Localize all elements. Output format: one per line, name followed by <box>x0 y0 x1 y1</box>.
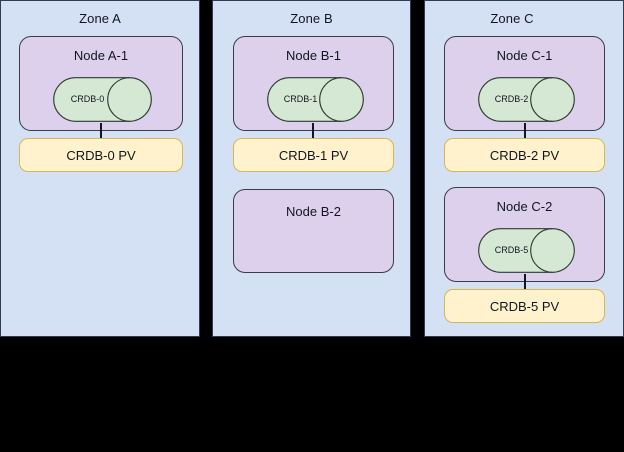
zone-c: Zone C Node C-1 CRDB-2 CRDB-2 PV Node C-… <box>424 0 624 337</box>
node-b-2: Node B-2 <box>233 189 394 273</box>
zone-c-title: Zone C <box>490 11 534 26</box>
crdb-1-pv: CRDB-1 PV <box>233 138 394 172</box>
zone-b-title: Zone B <box>290 11 333 26</box>
node-b-1-title: Node B-1 <box>286 48 341 63</box>
node-a-1-to-pv-connector <box>100 123 102 143</box>
zone-a: Zone A Node A-1 CRDB-0 CRDB-0 PV <box>0 0 200 337</box>
crdb-5-label: CRDB-5 <box>494 245 529 255</box>
node-c-1-to-pv-connector <box>524 123 526 143</box>
node-c-1: Node C-1 CRDB-2 <box>444 36 605 131</box>
crdb-0-pv-label: CRDB-0 PV <box>66 147 136 163</box>
crdb-0-label: CRDB-0 <box>70 94 105 104</box>
cylinder-shape <box>478 228 575 273</box>
crdb-0-pv: CRDB-0 PV <box>19 138 183 172</box>
crdb-2-pv: CRDB-2 PV <box>444 138 605 172</box>
cylinder-database-icon: CRDB-0 <box>53 77 152 122</box>
cylinder-database-icon: CRDB-5 <box>478 228 575 273</box>
crdb-2-pv-label: CRDB-2 PV <box>489 147 560 163</box>
cylinder-shape <box>478 77 575 122</box>
node-c-2-to-pv-connector <box>524 274 526 294</box>
node-b-1: Node B-1 CRDB-1 <box>233 36 394 131</box>
zone-a-title: Zone A <box>79 11 121 26</box>
node-b-2-title: Node B-2 <box>286 204 341 219</box>
zone-b: Zone B Node B-1 CRDB-1 CRDB-1 PV Node B-… <box>212 0 411 337</box>
cylinder-database-icon: CRDB-2 <box>478 77 575 122</box>
node-c-2-title: Node C-2 <box>496 199 553 214</box>
node-b-1-to-pv-connector <box>312 123 314 143</box>
crdb-1-pv-label: CRDB-1 PV <box>278 147 349 163</box>
node-a-1-title: Node A-1 <box>73 48 129 63</box>
crdb-1-label: CRDB-1 <box>283 94 318 104</box>
cylinder-shape <box>53 77 152 122</box>
crdb-5-pv-label: CRDB-5 PV <box>489 298 560 314</box>
node-c-2: Node C-2 CRDB-5 <box>444 187 605 282</box>
cylinder-shape <box>267 77 364 122</box>
cylinder-database-icon: CRDB-1 <box>267 77 364 122</box>
node-c-1-title: Node C-1 <box>496 48 553 63</box>
crdb-5-pv: CRDB-5 PV <box>444 289 605 323</box>
crdb-2-label: CRDB-2 <box>494 94 529 104</box>
node-a-1: Node A-1 CRDB-0 <box>19 36 183 131</box>
